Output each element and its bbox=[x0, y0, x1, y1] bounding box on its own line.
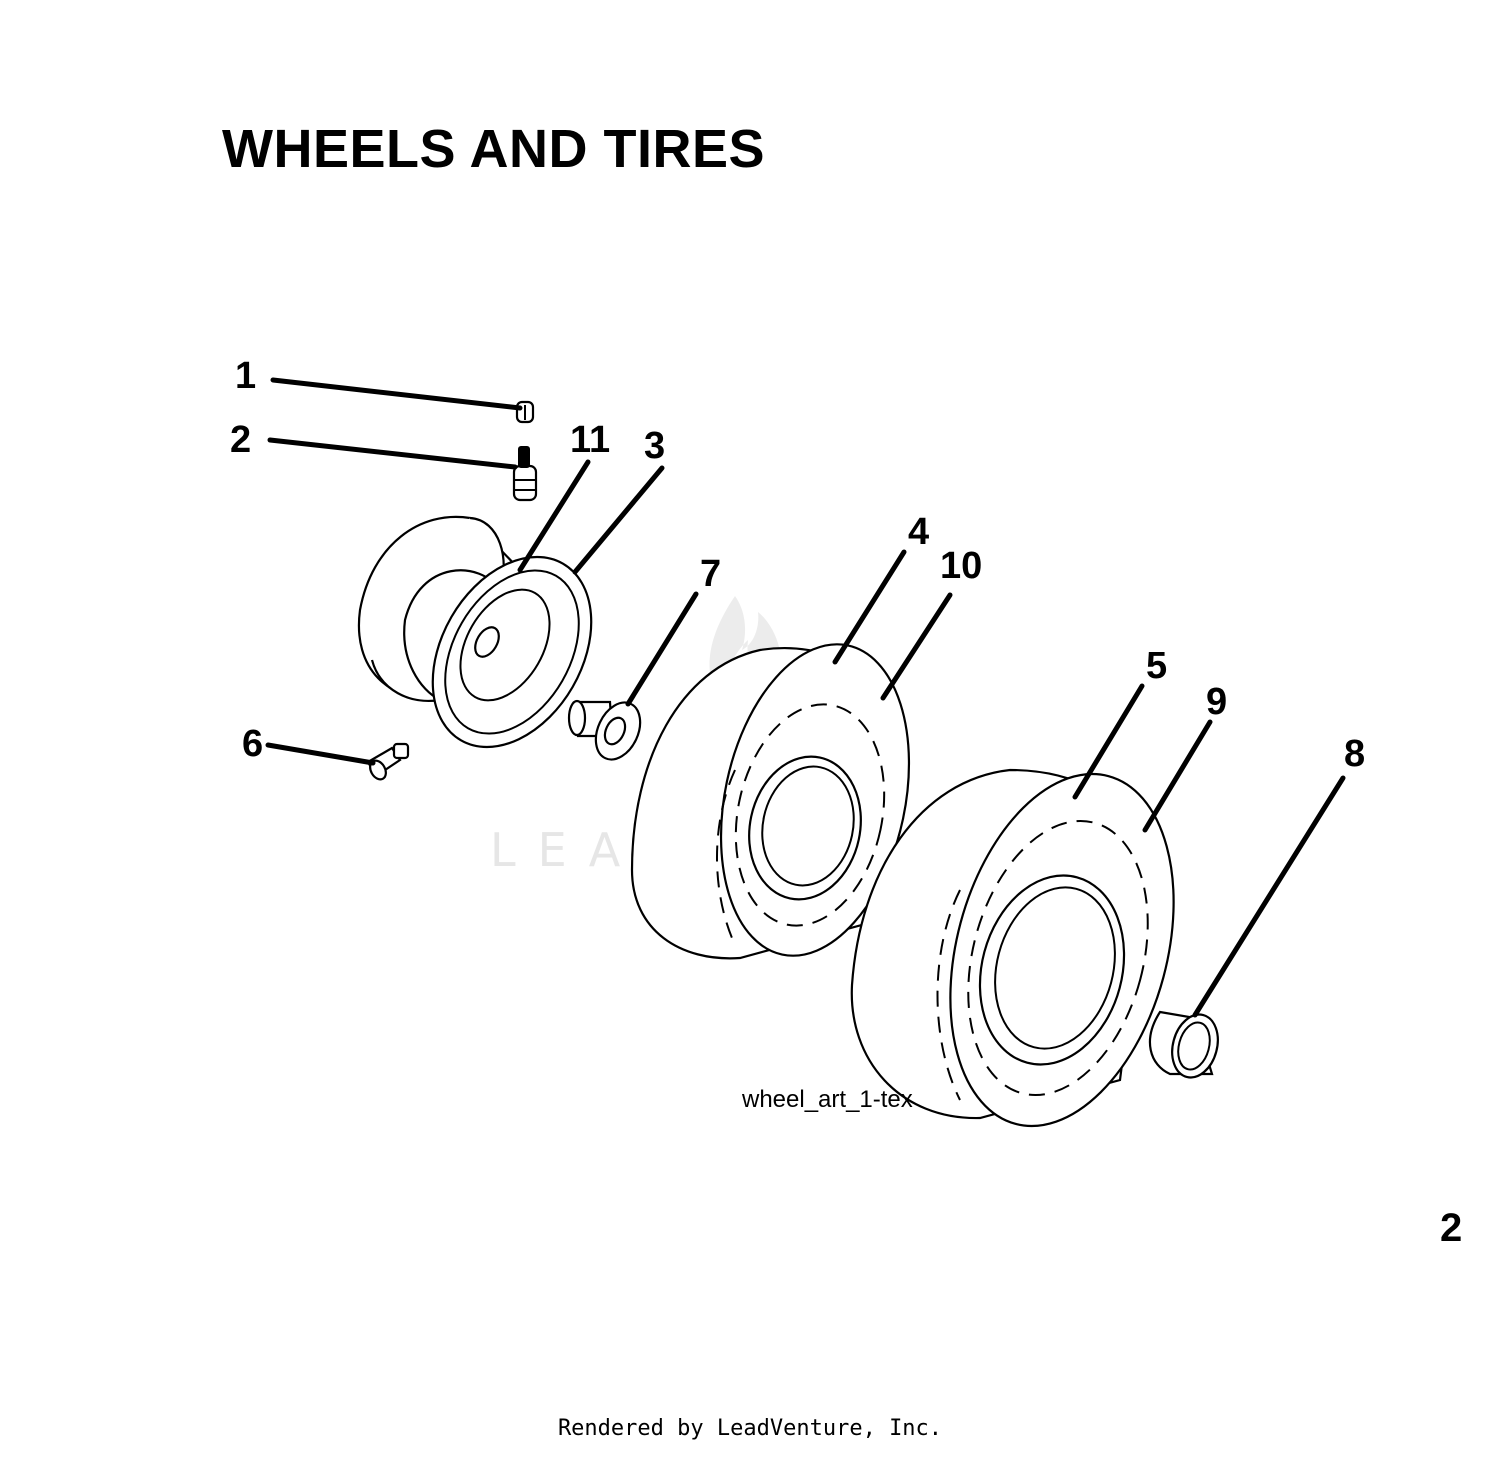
part-5-rear-tire[interactable] bbox=[850, 749, 1210, 1151]
callout-11[interactable]: 11 bbox=[570, 419, 610, 461]
callout-5[interactable]: 5 bbox=[1146, 645, 1167, 687]
page-title: WHEELS AND TIRES bbox=[222, 119, 766, 179]
page-number: 2 bbox=[1440, 1206, 1463, 1250]
part-3-wheel-rim[interactable] bbox=[357, 515, 624, 775]
part-2-valve-stem[interactable] bbox=[512, 446, 538, 502]
callout-4[interactable]: 4 bbox=[908, 511, 929, 553]
callout-7[interactable]: 7 bbox=[700, 553, 721, 595]
part-8-hub-cap[interactable] bbox=[1148, 1009, 1225, 1082]
render-credit-footer: Rendered by LeadVenture, Inc. bbox=[557, 1416, 943, 1441]
part-1-valve-cap[interactable] bbox=[515, 400, 535, 424]
callout-3[interactable]: 3 bbox=[644, 425, 665, 467]
leader-lines bbox=[265, 377, 1346, 1018]
part-6-grease-fitting[interactable] bbox=[366, 742, 410, 782]
callout-9[interactable]: 9 bbox=[1206, 681, 1227, 723]
part-7-flange-bushing[interactable] bbox=[567, 695, 649, 766]
callout-numbers: 1 2 11 3 6 7 4 10 5 9 8 bbox=[230, 355, 1365, 775]
callout-8[interactable]: 8 bbox=[1344, 733, 1365, 775]
part-4-front-tire[interactable] bbox=[630, 627, 936, 974]
callout-10[interactable]: 10 bbox=[940, 545, 982, 587]
callout-1[interactable]: 1 bbox=[235, 355, 256, 397]
callout-6[interactable]: 6 bbox=[242, 723, 263, 765]
art-reference-label: wheel_art_1-tex bbox=[742, 1086, 913, 1113]
callout-2[interactable]: 2 bbox=[230, 419, 251, 461]
